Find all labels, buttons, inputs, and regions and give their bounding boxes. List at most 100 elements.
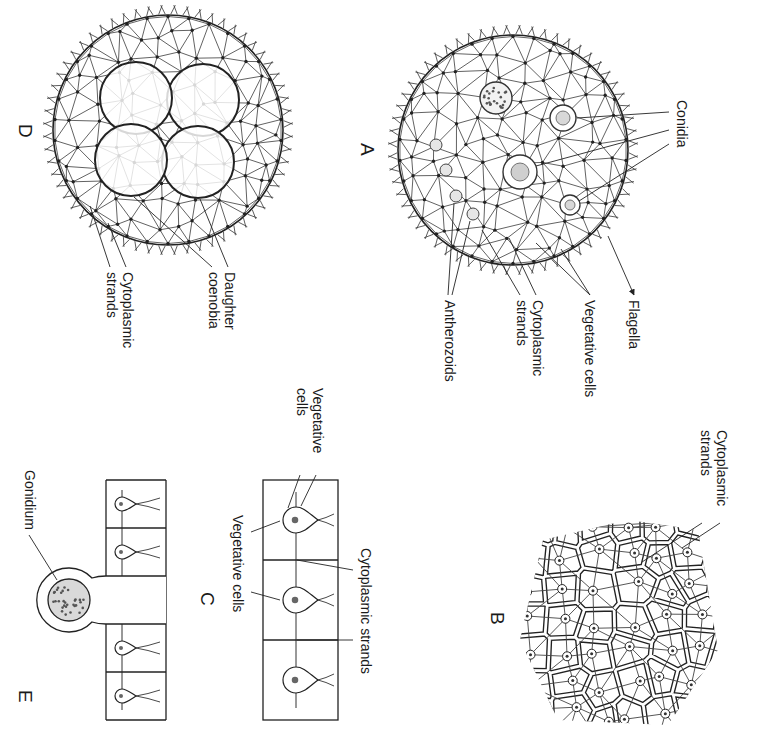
flagellum (260, 51, 264, 60)
vegetative-cell (116, 223, 119, 226)
flagellum (557, 33, 559, 43)
vegetative-cell (239, 120, 242, 123)
vegetative-cell (720, 560, 729, 569)
granule (486, 102, 489, 105)
nucleus (564, 617, 567, 620)
flagellum (101, 225, 103, 235)
granule (503, 100, 506, 103)
granule (57, 587, 60, 590)
flagellum (47, 157, 55, 163)
nucleus (627, 526, 630, 529)
vegetative-cell (500, 688, 509, 697)
leader-line (297, 560, 353, 570)
flagellum (456, 252, 458, 262)
granule (74, 598, 77, 601)
flagellum (70, 52, 80, 55)
cell-wall (263, 480, 338, 720)
leader-line (536, 130, 669, 166)
protoplast (588, 522, 597, 531)
flagellum (277, 84, 284, 91)
flagellum (424, 62, 433, 66)
nucleus (694, 519, 697, 522)
flagellum (568, 38, 570, 48)
vegetative-cell (581, 216, 584, 219)
vegetative-cell (283, 507, 334, 533)
flagellum (401, 93, 411, 95)
protoplast (589, 624, 598, 633)
vegetative-cell (117, 61, 120, 64)
protoplast (563, 652, 572, 661)
nucleus (119, 694, 123, 698)
vegetative-cell (683, 548, 692, 557)
vegetative-cell (158, 228, 161, 231)
flagellum (415, 72, 425, 75)
vegetative-cell (698, 610, 707, 619)
vegetative-cell (582, 158, 585, 161)
flagellum (123, 237, 125, 247)
flagellum (44, 109, 54, 112)
flagellum (540, 263, 546, 271)
flagellum (136, 696, 160, 702)
antherozoid (467, 208, 479, 220)
flagellum (89, 33, 98, 37)
protoplast (523, 612, 532, 621)
vegetative-cell (464, 176, 467, 179)
gonidium-core (565, 200, 575, 210)
vegetative-cell (591, 140, 594, 143)
flagellum (135, 9, 141, 17)
protoplast (555, 556, 564, 565)
nucleus (637, 580, 640, 583)
vegetative-cell (217, 198, 220, 201)
nucleus (688, 582, 691, 585)
granule (78, 611, 81, 614)
protoplast (526, 682, 535, 691)
vegetative-cell (256, 104, 259, 107)
vegetative-cell (245, 204, 248, 207)
protoplast (604, 717, 613, 726)
nucleus (639, 680, 642, 683)
vegetative-cell (422, 92, 425, 95)
vegetative-cell (523, 705, 532, 714)
protoplast (683, 548, 692, 557)
vegetative-cell (497, 76, 500, 79)
flagella-ring (388, 25, 638, 275)
cytoplasmic-strand (495, 515, 736, 737)
vegetative-cell (494, 546, 503, 555)
flagellum (446, 245, 448, 255)
vegetative-cell (586, 201, 589, 204)
flagellum (273, 73, 279, 81)
cell-wall (106, 479, 166, 480)
colony-d (43, 5, 293, 255)
vegetative-cell (521, 141, 524, 144)
vegetative-cell (506, 153, 509, 156)
cell-wall (106, 527, 166, 528)
flagellum (284, 123, 293, 127)
vegetative-cell (283, 667, 334, 693)
flagellum (468, 257, 470, 267)
vegetative-cell (479, 53, 482, 56)
cell-wall (106, 719, 166, 720)
leader-line (452, 221, 470, 295)
flagellum (318, 600, 334, 606)
nucleus (566, 527, 569, 530)
nucleus (628, 645, 631, 648)
vegetative-cell (482, 225, 485, 228)
vegetative-cell (442, 71, 445, 74)
flagellum (52, 169, 59, 176)
vegetative-cell (190, 219, 193, 222)
nucleus (526, 615, 529, 618)
protoplast (720, 560, 729, 569)
protoplast (731, 511, 740, 520)
vegetative-cell (94, 209, 97, 212)
vegetative-cell (631, 623, 640, 632)
protoplast (719, 648, 728, 657)
flagellum (234, 25, 236, 35)
vegetative-cell (691, 516, 700, 525)
protoplast (661, 709, 670, 718)
flagellum (402, 200, 408, 208)
protoplast (668, 589, 677, 598)
protoplast (595, 545, 604, 554)
granule (492, 87, 495, 90)
protoplast (730, 675, 739, 684)
vegetative-cell (661, 709, 670, 718)
